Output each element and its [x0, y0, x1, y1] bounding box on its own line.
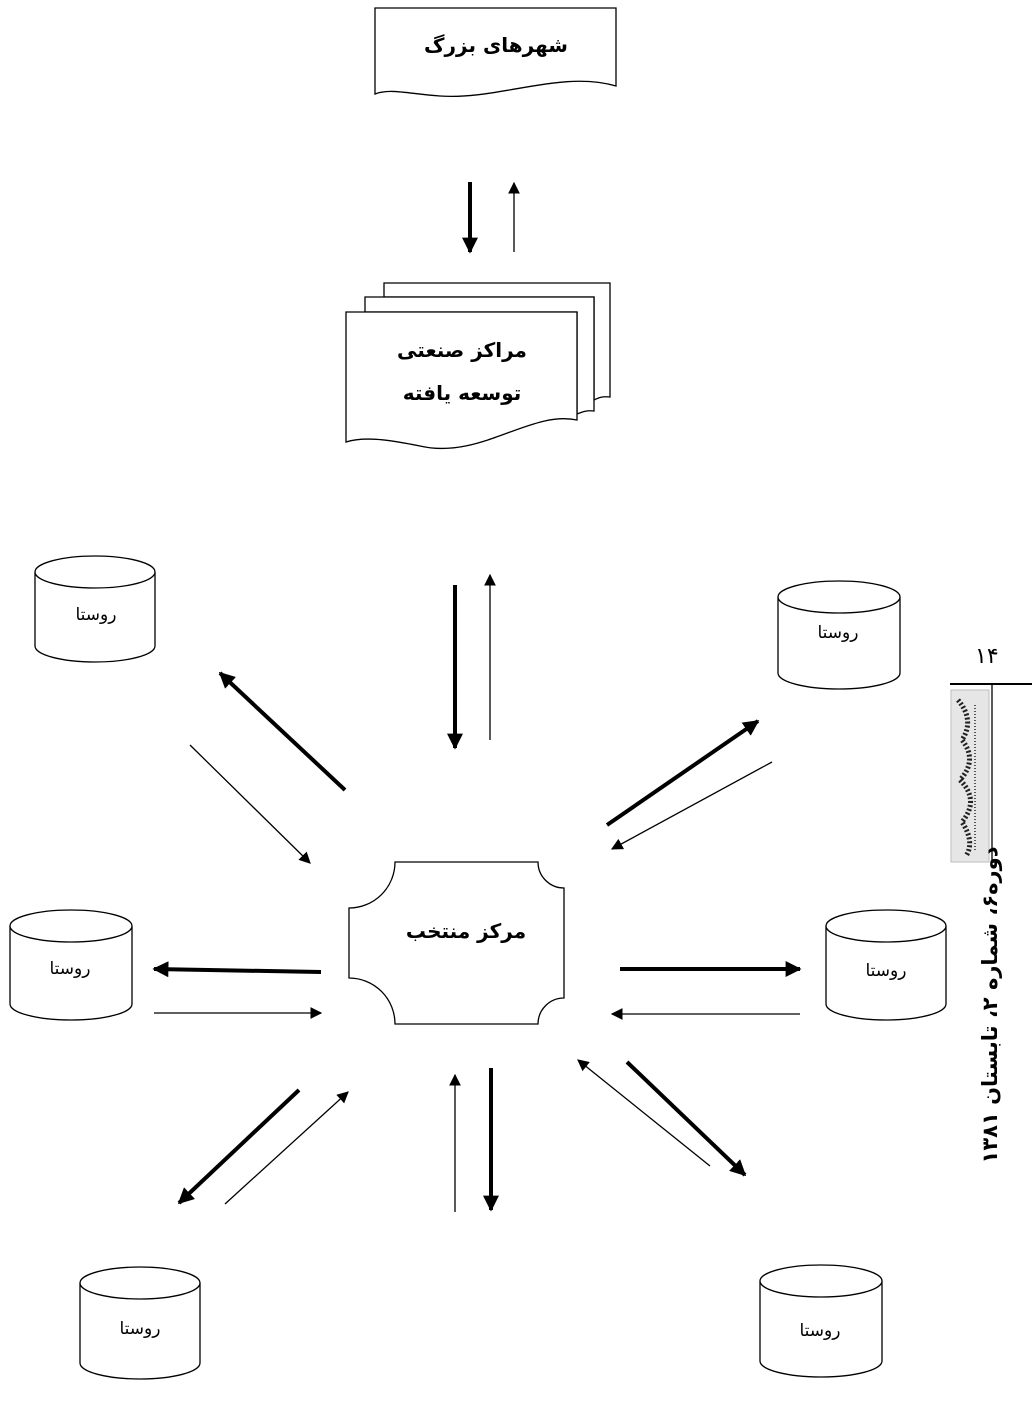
city-industry-arrows — [462, 181, 520, 254]
big-cities-node: شهرهای بزرگ — [374, 7, 617, 98]
arrow-to-village-middle-left — [152, 961, 322, 978]
industrial-centers-label-line1: مراکز صنعتی — [397, 338, 527, 362]
village-label: روستا — [818, 623, 859, 643]
arrow-to-village-bottom-right — [625, 1060, 747, 1177]
village-node-bottom-left: روستا — [79, 1266, 201, 1380]
arrow-from-village-bottom-right — [577, 1059, 711, 1167]
village-node-middle-left: روستا — [9, 909, 133, 1021]
arrow-from-village-top-right — [610, 761, 773, 850]
industrial-centers-node: مراکز صنعتی توسعه یافته — [345, 282, 611, 450]
arrow-to-village-top-left — [218, 671, 347, 792]
village-label: روستا — [76, 605, 117, 625]
arrow-from-village-bottom-left — [224, 1091, 349, 1205]
journal-margin — [950, 683, 1032, 863]
industry-center-arrows — [447, 573, 496, 750]
village-label: روستا — [50, 959, 91, 979]
industrial-centers-label-line2: توسعه یافته — [403, 381, 522, 405]
village-node-middle-right: روستا — [825, 909, 947, 1021]
village-arrows — [152, 671, 802, 1212]
selected-center-label: مرکز منتخب — [406, 919, 526, 943]
arrow-to-village-top-right — [605, 719, 760, 827]
selected-center-node: مرکز منتخب — [348, 861, 565, 1025]
arrow-from-village-top-left — [189, 744, 311, 864]
village-label: روستا — [800, 1321, 841, 1341]
big-cities-label: شهرهای بزرگ — [424, 33, 568, 57]
village-label: روستا — [866, 961, 907, 981]
village-node-top-left: روستا — [34, 555, 156, 663]
arrow-to-village-bottom-left — [177, 1088, 301, 1205]
page-number: ۱۴ — [975, 644, 999, 669]
village-node-top-right: روستا — [777, 580, 901, 690]
issue-info: دوره۶، شماره ۲، تابستان ۱۳۸۱ — [978, 846, 1002, 1164]
village-label: روستا — [120, 1319, 161, 1339]
journal-logo — [950, 689, 990, 863]
village-node-bottom-right: روستا — [759, 1264, 883, 1378]
